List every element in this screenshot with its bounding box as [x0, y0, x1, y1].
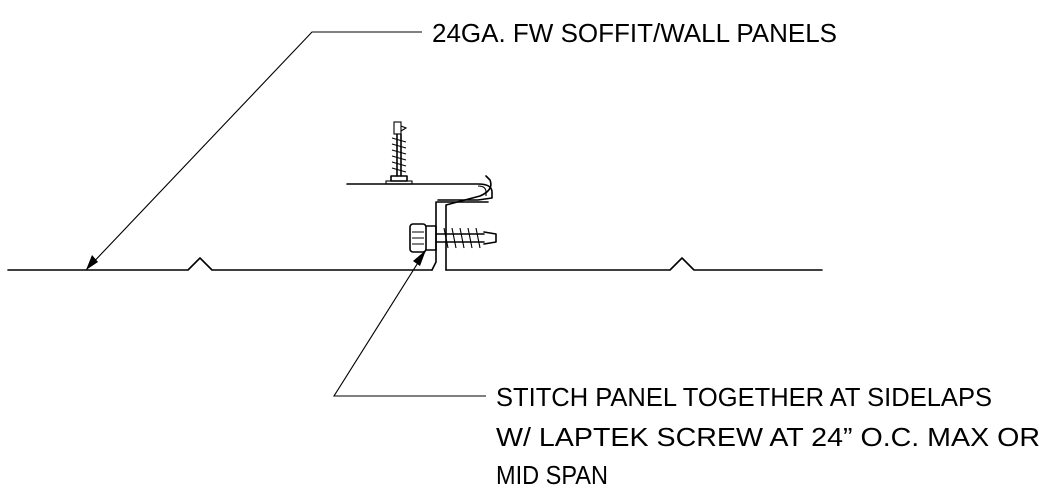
stitch-note-line-3: MID SPAN [496, 460, 608, 490]
panel-label-arrowhead [86, 255, 98, 270]
upper-panel-flange [346, 183, 493, 201]
upper-panel-hem [477, 185, 487, 196]
stitch-screw-icon [409, 223, 497, 253]
left-panel-seam-leg [431, 201, 489, 271]
panel-label-leader [85, 31, 422, 271]
panel-label-text: 24GA. FW SOFFIT/WALL PANELS [432, 18, 837, 48]
left-panel-profile [7, 257, 433, 271]
stitch-note-leader [333, 249, 486, 397]
stitch-note-line-2: W/ LAPTEK SCREW AT 24” O.C. MAX OR [496, 422, 1040, 452]
stitch-note-arrowhead [413, 250, 426, 266]
stitch-note-line-1: STITCH PANEL TOGETHER AT SIDELAPS [496, 382, 992, 412]
right-panel-seam-leg [445, 175, 492, 271]
right-panel-profile [445, 257, 823, 271]
top-fastener-icon [385, 121, 413, 185]
